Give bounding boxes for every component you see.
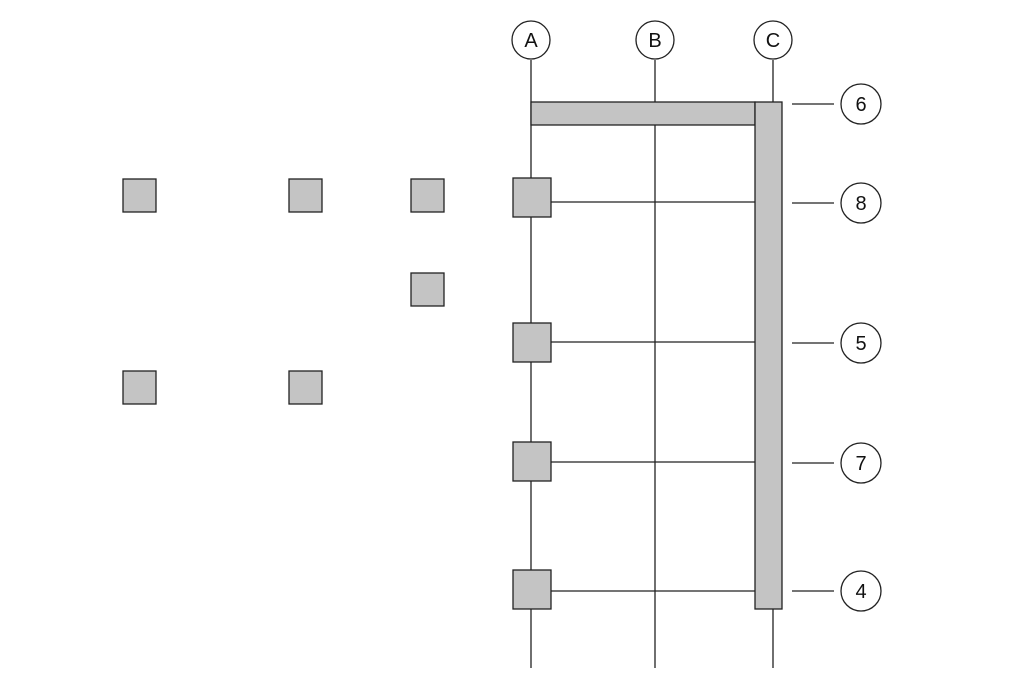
grid-bubble-5: 5 [840,322,882,364]
grid-bubble-label: 4 [855,581,866,603]
grid-bubble-b: B [635,20,675,60]
column-a-8 [512,177,552,218]
right-wall [754,101,783,610]
grid-bubble-label: 5 [855,333,866,355]
grid-bubble-a: A [511,20,551,60]
grid-bubble-label: 8 [855,193,866,215]
grid-bubble-6: 6 [840,83,882,125]
column-a-4 [512,569,552,610]
column-a-5 [512,322,552,363]
grid-bubble-7: 7 [840,442,882,484]
grid-bubble-label: B [648,30,661,52]
grid-bubble-label: 7 [855,453,866,475]
column-isolated [122,178,157,213]
grid-bubble-4: 4 [840,570,882,612]
grid-bubble-label: C [766,30,780,52]
grid-bubble-label: A [524,30,538,52]
column-isolated [410,178,445,213]
grid-bubble-8: 8 [840,182,882,224]
grid-bubble-label: 6 [855,94,866,116]
column-isolated [410,272,445,307]
top-wall [530,101,756,126]
column-isolated [122,370,157,405]
column-isolated [288,178,323,213]
column-a-7 [512,441,552,482]
grid-bubble-c: C [753,20,793,60]
column-isolated [288,370,323,405]
